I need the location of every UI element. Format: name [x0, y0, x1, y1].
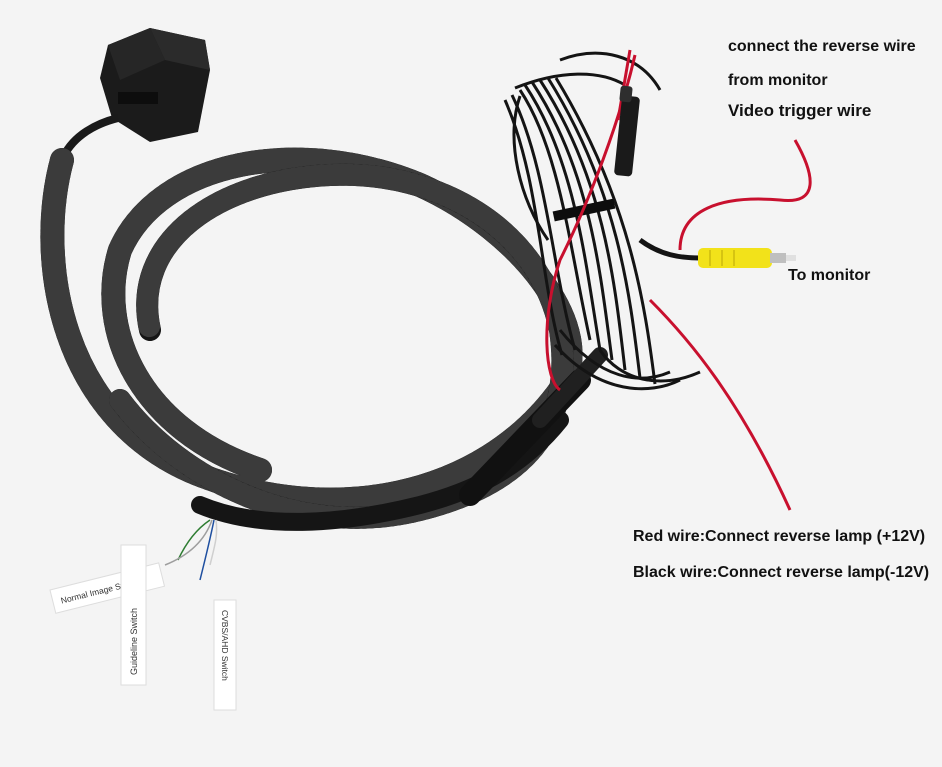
video-trigger-label: Video trigger wire [728, 101, 872, 120]
switch-wires-icon [164, 519, 218, 581]
black-wire-label: Black wire:Connect reverse lamp(-12V) [633, 564, 930, 581]
bundled-cable-icon [503, 51, 701, 391]
red-wire-label: Red wire:Connect reverse lamp (+12V) [633, 528, 926, 545]
red-wire-icon [545, 49, 812, 511]
connector-sleeve-icon [459, 347, 608, 506]
switch-tag-guideline: Guideline Switch [120, 544, 147, 686]
svg-text:Guideline Switch: Guideline Switch [129, 608, 139, 675]
svg-text:CVBS/AHD Switch: CVBS/AHD Switch [220, 610, 230, 681]
camera-module-icon [58, 28, 210, 162]
rca-plug-black-icon [614, 85, 640, 177]
switch-tag-normal-image: Normal Image Switch [49, 562, 166, 614]
rca-plug-yellow-icon [638, 237, 796, 268]
reverse-wire-label-line1: connect the reverse wire [728, 38, 916, 55]
coiled-cable-icon [40, 147, 583, 531]
to-monitor-label: To monitor [788, 267, 871, 284]
reverse-wire-label-line2: from monitor [728, 72, 828, 89]
switch-tag-cvbs-ahd: CVBS/AHD Switch [213, 599, 237, 711]
